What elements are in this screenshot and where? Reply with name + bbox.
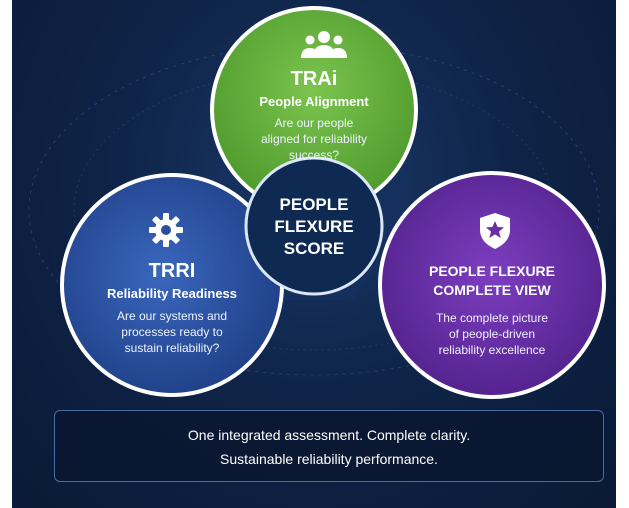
trai-question: Are our people aligned for reliability s… <box>214 115 414 163</box>
banner-line-2: Sustainable reliability performance. <box>220 451 438 467</box>
trai-title: TRAi <box>290 68 338 90</box>
trri-subtitle: Reliability Readiness <box>106 286 238 301</box>
trri-question: Are our systems and processes ready to s… <box>72 308 272 356</box>
trri-question-line: Are our systems and <box>116 309 228 323</box>
complete-view-title-line: PEOPLE FLEXURE <box>428 263 556 279</box>
complete-view-description: The complete picture of people-driven re… <box>397 310 587 358</box>
center-score-label: PEOPLE FLEXURE SCORE <box>246 194 382 260</box>
complete-view-title-line: COMPLETE VIEW <box>433 282 551 298</box>
people-group-icon <box>300 28 348 60</box>
center-line: PEOPLE <box>279 195 349 214</box>
trai-question-line: Are our people <box>274 116 354 130</box>
orbit-ring-outer <box>28 44 600 376</box>
complete-view-description-line: of people-driven <box>448 327 536 341</box>
banner-line-1: One integrated assessment. Complete clar… <box>187 427 471 443</box>
center-circle <box>244 156 384 296</box>
star-shield-icon <box>478 212 512 250</box>
trri-question-line: processes ready to <box>121 325 223 339</box>
summary-banner: One integrated assessment. Complete clar… <box>54 410 604 482</box>
venn-background <box>28 6 606 399</box>
complete-view-circle <box>378 171 606 399</box>
diagram-canvas: TRAi People Alignment Are our people ali… <box>12 0 616 508</box>
complete-view-title: PEOPLE FLEXURE COMPLETE VIEW <box>397 262 587 300</box>
center-line: FLEXURE <box>274 217 354 236</box>
trri-question-line: sustain reliability? <box>124 341 220 355</box>
trri-title: TRRI <box>148 260 196 282</box>
trai-question-line: aligned for reliability <box>260 132 368 146</box>
trai-subtitle: People Alignment <box>259 94 369 109</box>
center-line: SCORE <box>283 239 345 258</box>
complete-view-description-line: The complete picture <box>435 311 549 325</box>
gear-icon <box>148 212 184 248</box>
trai-question-line: success? <box>288 148 340 162</box>
complete-view-description-line: reliability excellence <box>438 343 546 357</box>
